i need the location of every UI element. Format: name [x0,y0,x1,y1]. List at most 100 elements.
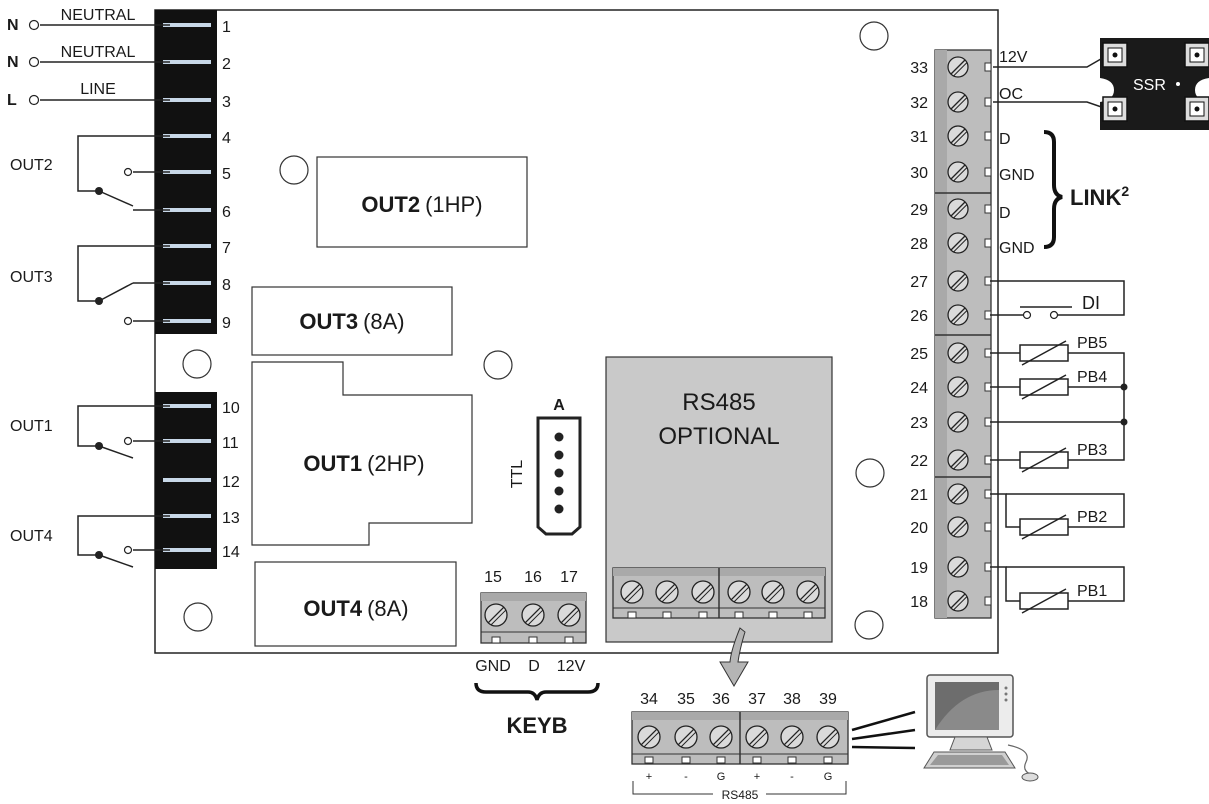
mounting-hole [183,602,213,632]
relay-box-out2 [316,156,528,248]
ttl-connector-letter: A [553,397,565,414]
svg-text:12V: 12V [557,658,586,675]
terminal-stripe [163,98,211,102]
link-brace [1043,130,1063,249]
di-label: DI [1082,293,1100,313]
curved-arrow-icon [719,627,749,687]
terminal-number: 8 [222,277,231,294]
power-symbol-l: L [7,92,17,109]
relay-out4-label: OUT4(8A) [303,596,408,621]
output-label-out4: OUT4 [10,528,53,545]
terminal-number: 7 [222,240,231,257]
terminal-number: 33 [910,60,928,77]
relay-box-out1 [251,361,473,546]
terminal-stripe [163,170,211,174]
terminal-number: 10 [222,400,240,417]
power-label-neutral-1: NEUTRAL [61,7,136,24]
svg-text:17: 17 [560,569,578,586]
probe-label-pb4: PB4 [1077,369,1107,386]
keyb-terminal-numbers: 15 16 17 [484,569,578,586]
power-label-line: LINE [80,81,116,98]
terminal-number: 31 [910,129,928,146]
ttl-pin [554,432,564,442]
terminal-number: 19 [910,560,928,577]
ssr-label: SSR [1133,77,1166,94]
keyb-label: KEYB [506,713,567,738]
terminal-number: 2 [222,56,231,73]
relay-box-out4 [254,561,457,647]
ttl-pin [554,504,564,514]
relay-box-out3 [251,286,453,356]
right-terminal-block [934,49,992,619]
terminal-number: 21 [910,487,928,504]
svg-text:15: 15 [484,569,502,586]
terminal-number: 32 [910,95,928,112]
probe-label-pb2: PB2 [1077,509,1107,526]
svg-text:+: + [754,771,760,783]
di-contact [1049,310,1059,320]
ttl-pin [554,468,564,478]
svg-text:D: D [999,131,1011,148]
mounting-hole [182,349,212,379]
junction-dot [1120,383,1128,391]
computer-icon [923,674,1039,782]
terminal-number: 1 [222,19,231,36]
svg-text:37: 37 [748,691,766,708]
terminal-stripe [163,134,211,138]
terminal-stripe [163,404,211,408]
mounting-hole [855,458,885,488]
output-label-out1: OUT1 [10,418,53,435]
power-symbol-n1: N [7,17,19,34]
svg-text:G: G [717,771,726,783]
rs485-ext-numbers: 34 35 36 37 38 39 [640,691,837,708]
terminal-number: 18 [910,594,928,611]
terminal-number: 25 [910,346,928,363]
relay-out1-label: OUT1(2HP) [303,451,424,476]
svg-text:OC: OC [999,86,1023,103]
terminal-number: 20 [910,520,928,537]
power-label-neutral-2: NEUTRAL [61,44,136,61]
mounting-hole [483,350,513,380]
keyb-terminal-block [480,592,587,644]
comm-line [851,728,916,741]
ttl-label: TTL [509,460,526,489]
terminal-stripe [163,548,211,552]
terminal-number: 26 [910,308,928,325]
svg-text:D: D [999,205,1011,222]
terminal-number: 5 [222,166,231,183]
svg-text:+: + [646,771,652,783]
terminal-stripe [163,244,211,248]
terminal-number: 4 [222,130,231,147]
relay-out3-label: OUT3(8A) [299,309,404,334]
rs485-module-line2: OPTIONAL [658,423,779,450]
probe-label-pb3: PB3 [1077,442,1107,459]
output-label-out2: OUT2 [10,157,53,174]
terminal-stripe [163,439,211,443]
terminal-number: 30 [910,165,928,182]
svg-text:-: - [684,771,688,783]
probe-label-pb5: PB5 [1077,335,1107,352]
rs485-external-terminal-block [631,711,849,765]
svg-text:36: 36 [712,691,730,708]
terminal-number: 29 [910,202,928,219]
terminal-number: 14 [222,544,240,561]
terminal-stripe [163,208,211,212]
terminal-number: 28 [910,236,928,253]
svg-text:16: 16 [524,569,542,586]
power-symbol-n2: N [7,54,19,71]
svg-text:38: 38 [783,691,801,708]
terminal-stripe [163,514,211,518]
svg-text:-: - [790,771,794,783]
terminal-stripe [163,478,211,482]
left-terminal-stripes [163,23,211,552]
link-label: LINK2 [1070,183,1129,210]
power-terminal-n1 [28,19,40,31]
keyb-brace [474,682,600,701]
rs485-ext-label: RS485 [722,788,759,802]
ssr-icon [1100,38,1209,130]
keyb-signal-labels: GND D 12V [475,658,585,675]
terminal-number: 11 [222,435,239,452]
